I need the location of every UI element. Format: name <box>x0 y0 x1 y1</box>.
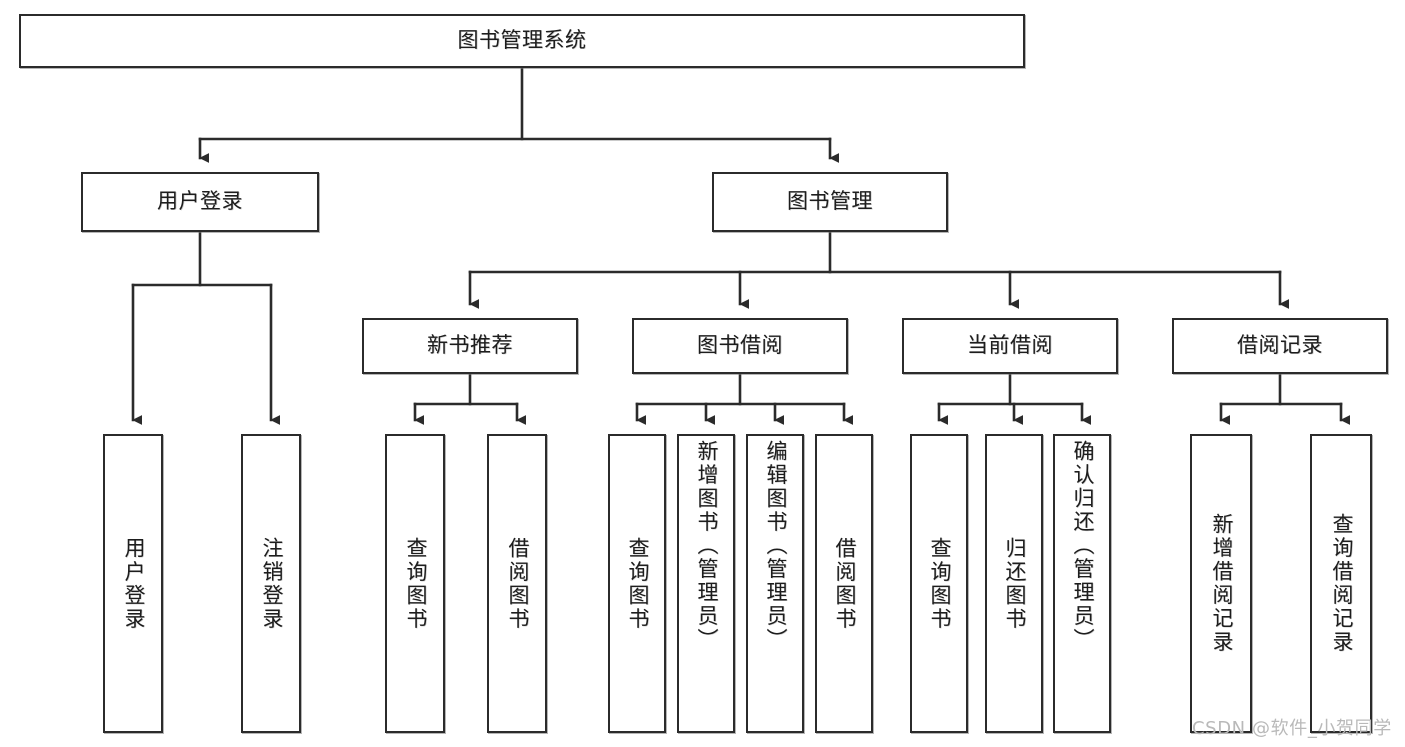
leaf-user-logout[interactable]: 注销登录 <box>241 434 301 733</box>
leaf-new-borrow-book[interactable]: 借阅图书 <box>487 434 547 733</box>
leaf-borrow-add-book-label: 新增图书（管理员） <box>694 440 719 652</box>
leaf-current-confirm-return[interactable]: 确认归还（管理员） <box>1053 434 1111 733</box>
node-borrow-record-label: 借阅记录 <box>1237 333 1323 358</box>
node-new-book-recommend-label: 新书推荐 <box>427 333 513 358</box>
node-new-book-recommend[interactable]: 新书推荐 <box>362 318 578 374</box>
node-book-borrow[interactable]: 图书借阅 <box>632 318 848 374</box>
leaf-user-login[interactable]: 用户登录 <box>103 434 163 733</box>
node-book-management-label: 图书管理 <box>787 189 873 214</box>
leaf-record-add-label: 新增借阅记录 <box>1209 513 1234 654</box>
node-user-login-label: 用户登录 <box>157 189 243 214</box>
node-book-borrow-label: 图书借阅 <box>697 333 783 358</box>
node-book-management[interactable]: 图书管理 <box>712 172 948 232</box>
leaf-current-query-book[interactable]: 查询图书 <box>910 434 968 733</box>
leaf-borrow-query-book-label: 查询图书 <box>625 536 650 631</box>
leaf-current-query-book-label: 查询图书 <box>927 536 952 631</box>
leaf-new-query-book[interactable]: 查询图书 <box>385 434 445 733</box>
leaf-borrow-edit-book[interactable]: 编辑图书（管理员） <box>746 434 804 733</box>
leaf-new-query-book-label: 查询图书 <box>403 536 428 631</box>
node-borrow-record[interactable]: 借阅记录 <box>1172 318 1388 374</box>
leaf-new-borrow-book-label: 借阅图书 <box>505 536 530 631</box>
leaf-current-return-book[interactable]: 归还图书 <box>985 434 1043 733</box>
csdn-watermark: CSDN @软件_小贺同学 <box>1192 718 1392 739</box>
node-current-borrow[interactable]: 当前借阅 <box>902 318 1118 374</box>
node-current-borrow-label: 当前借阅 <box>967 333 1053 358</box>
leaf-borrow-edit-book-label: 编辑图书（管理员） <box>763 440 788 652</box>
leaf-borrow-lend-book[interactable]: 借阅图书 <box>815 434 873 733</box>
node-user-login[interactable]: 用户登录 <box>81 172 319 232</box>
leaf-record-query[interactable]: 查询借阅记录 <box>1310 434 1372 733</box>
node-root-label: 图书管理系统 <box>457 28 587 53</box>
leaf-current-return-book-label: 归还图书 <box>1002 536 1027 631</box>
leaf-borrow-query-book[interactable]: 查询图书 <box>608 434 666 733</box>
node-root[interactable]: 图书管理系统 <box>19 14 1025 68</box>
leaf-borrow-add-book[interactable]: 新增图书（管理员） <box>677 434 735 733</box>
leaf-current-confirm-return-label: 确认归还（管理员） <box>1070 440 1095 652</box>
leaf-record-add[interactable]: 新增借阅记录 <box>1190 434 1252 733</box>
leaf-record-query-label: 查询借阅记录 <box>1329 513 1354 654</box>
leaf-user-logout-label: 注销登录 <box>259 536 284 631</box>
leaf-user-login-label: 用户登录 <box>121 536 146 631</box>
leaf-borrow-lend-book-label: 借阅图书 <box>832 536 857 631</box>
